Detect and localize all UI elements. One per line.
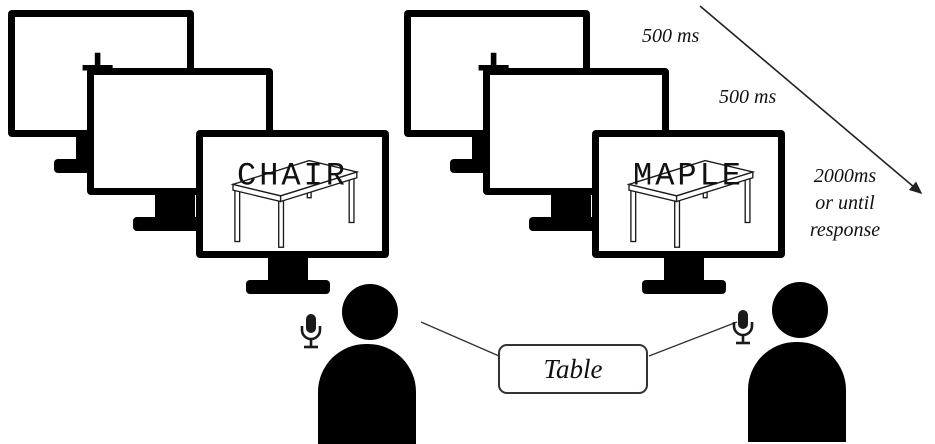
duration-label-3-line3: response [809, 219, 881, 241]
monitor-stand [155, 194, 195, 218]
speaker-silhouette-right [748, 282, 846, 442]
monitor-stand [268, 257, 308, 281]
person-body [748, 342, 846, 442]
connector-line-right [648, 321, 738, 357]
monitor-stand-base [246, 280, 330, 294]
monitor-screen: CHAIR [196, 130, 389, 258]
connector-line-left [420, 321, 500, 357]
monitor-stimulus-right: MAPLE [592, 130, 785, 294]
person-head [342, 284, 398, 340]
stimulus-word: MAPLE [632, 157, 745, 195]
microphone-icon-right [732, 310, 754, 345]
person-body [318, 344, 416, 444]
duration-label-3-line1: 2000ms [813, 165, 877, 187]
duration-label-2: 500 ms [719, 86, 777, 108]
speaker-silhouette-left [318, 284, 416, 444]
monitor-stimulus-left: CHAIR [196, 130, 389, 294]
monitor-stand [551, 194, 591, 218]
monitor-stand-base [642, 280, 726, 294]
duration-label-1: 500 ms [642, 25, 700, 47]
table-line-drawing-icon [229, 159, 359, 248]
person-head [772, 282, 828, 338]
duration-label-3-line2: or until [815, 192, 875, 214]
stimulus-word: CHAIR [236, 157, 349, 195]
duration-label-3: 2000ms or until response [790, 163, 900, 244]
response-label: Table [543, 353, 603, 384]
monitor-stand [664, 257, 704, 281]
response-box: Table [498, 344, 648, 394]
microphone-icon-left [300, 314, 322, 349]
monitor-screen: MAPLE [592, 130, 785, 258]
